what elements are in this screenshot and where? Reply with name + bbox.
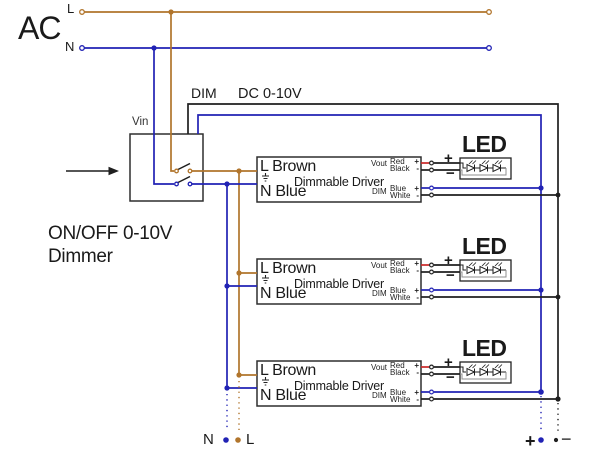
- live-drop-wire: [170, 12, 174, 172]
- black-sign: -: [416, 368, 419, 377]
- led-label: LED: [462, 233, 507, 259]
- blue-terminal: Blue: [390, 388, 407, 397]
- ac-label: AC: [18, 10, 61, 46]
- dim-minus-bus-wire: [187, 103, 559, 399]
- led-module-2: [459, 259, 512, 282]
- dim-minus-terminal-dot: [553, 437, 559, 443]
- black-sign: -: [416, 164, 419, 173]
- led-plus-label: +: [444, 150, 453, 167]
- red-terminal: Red: [390, 259, 405, 268]
- bottom-dim-minus-label: −: [561, 429, 572, 449]
- dc-signal-label: DC 0-10V: [238, 86, 302, 102]
- white-sign: -: [416, 395, 419, 404]
- live-terminal-dot: [235, 437, 241, 443]
- blue-terminal: Blue: [390, 184, 407, 193]
- white-sign: -: [416, 191, 419, 200]
- led-diode-icons: [466, 262, 506, 275]
- red-terminal: Red: [390, 157, 405, 166]
- vin-label: Vin: [132, 116, 149, 128]
- led-minus-label: −: [446, 369, 455, 386]
- driver-row-1-wires: [421, 160, 558, 198]
- bottom-neutral-label: N: [203, 431, 214, 448]
- red-sign: +: [414, 157, 419, 166]
- blue-sign: +: [414, 184, 419, 193]
- dim-terminals: Blue + White-: [390, 286, 419, 302]
- dim-port-label: DIM: [372, 289, 387, 298]
- vout-terminals: Red + Black-: [390, 259, 419, 275]
- led-module-1: [459, 157, 512, 180]
- driver-row-3-wires: [421, 364, 558, 402]
- junction-dots: [151, 9, 561, 402]
- red-sign: +: [414, 361, 419, 370]
- dim-signal-label: DIM: [191, 85, 217, 101]
- led-minus-label: −: [446, 267, 455, 284]
- black-terminal: Black: [390, 164, 410, 173]
- driver-neutral-label: N Blue: [260, 285, 307, 302]
- neutral-terminal-dot: [223, 437, 229, 443]
- dim-plus-bus-wire: [197, 114, 542, 392]
- driver-neutral-label: N Blue: [260, 183, 307, 200]
- vout-label: Vout: [371, 261, 388, 270]
- led-label: LED: [462, 131, 507, 157]
- white-terminal: White: [390, 191, 411, 200]
- driver-name: Dimmable Driver: [293, 175, 385, 189]
- dimmer-caption-line1: ON/OFF 0-10V: [48, 223, 173, 244]
- bottom-dim-plus-label: +: [525, 431, 536, 451]
- led-plus-label: +: [444, 354, 453, 371]
- dim-port-label: DIM: [372, 391, 387, 400]
- continuation-dots-left: [226, 381, 240, 431]
- neutral-drop-wire: [153, 48, 174, 185]
- dimmer-caption-line2: Dimmer: [48, 246, 113, 267]
- dimmer-switch-live-icon: [174, 162, 193, 174]
- led-module-3: [459, 361, 512, 384]
- ac-live-line: [79, 9, 492, 15]
- red-terminal: Red: [390, 361, 405, 370]
- blue-terminal: Blue: [390, 286, 407, 295]
- red-sign: +: [414, 259, 419, 268]
- dim-plus-terminal-dot: [538, 437, 544, 443]
- black-sign: -: [416, 266, 419, 275]
- led-plus-label: +: [444, 252, 453, 269]
- driver-live-label: L Brown: [260, 260, 317, 277]
- driver-box-2: [256, 258, 422, 305]
- dimmer-switch-neutral-icon: [174, 175, 193, 187]
- ac-neutral-label: N: [65, 39, 75, 54]
- ac-live-label: L: [67, 1, 75, 16]
- driver-live-label: L Brown: [260, 362, 317, 379]
- dimmer-box: [129, 133, 204, 202]
- led-minus-label: −: [446, 165, 455, 182]
- white-terminal: White: [390, 395, 411, 404]
- ground-icon: [262, 173, 269, 386]
- black-terminal: Black: [390, 368, 410, 377]
- driver-neutral-label: N Blue: [260, 387, 307, 404]
- vout-label: Vout: [371, 363, 388, 372]
- vout-terminals: Red + Black-: [390, 361, 419, 377]
- driver-box-1: [256, 156, 422, 203]
- led-diode-icons: [466, 160, 506, 173]
- blue-sign: +: [414, 286, 419, 295]
- bottom-live-label: L: [246, 431, 255, 448]
- dim-terminals: Blue + White-: [390, 388, 419, 404]
- driver-live-label: L Brown: [260, 158, 317, 175]
- driver-box-3: [256, 360, 422, 407]
- vout-terminals: Red + Black-: [390, 157, 419, 173]
- dim-terminals: Blue + White-: [390, 184, 419, 200]
- arrow-icon: [66, 166, 119, 176]
- ac-neutral-line: [79, 45, 492, 51]
- white-terminal: White: [390, 293, 411, 302]
- driver-name: Dimmable Driver: [293, 379, 385, 393]
- driver-row-2-wires: [421, 262, 558, 300]
- led-diode-icons: [466, 364, 506, 377]
- continuation-dots-right: [540, 396, 559, 431]
- white-sign: -: [416, 293, 419, 302]
- dim-port-label: DIM: [372, 187, 387, 196]
- vout-label: Vout: [371, 159, 388, 168]
- black-terminal: Black: [390, 266, 410, 275]
- led-label: LED: [462, 335, 507, 361]
- blue-sign: +: [414, 388, 419, 397]
- driver-name: Dimmable Driver: [293, 277, 385, 291]
